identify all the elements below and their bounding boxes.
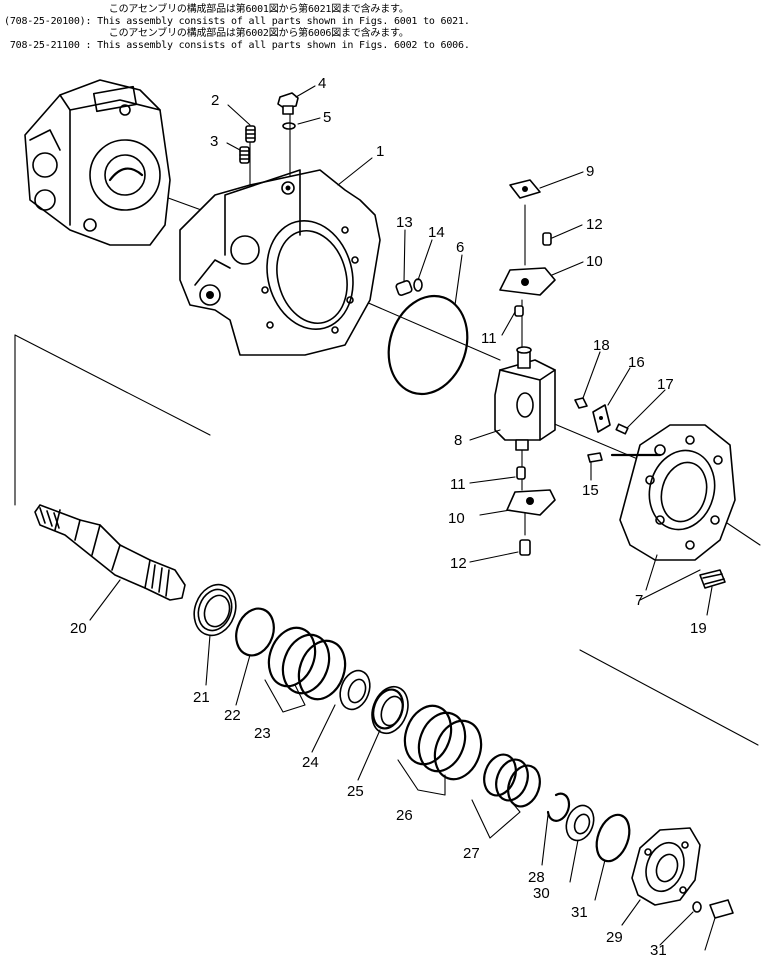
header-note-en-2: 708-25-21100 : This assembly consists of…	[4, 40, 470, 51]
part-29-cover	[631, 827, 701, 906]
part-20-shaft	[34, 504, 186, 601]
callout-24: 24	[302, 754, 319, 771]
callout-23: 23	[254, 725, 271, 742]
callout-17: 17	[657, 376, 674, 393]
callout-26: 26	[396, 807, 413, 824]
callout-28: 28	[528, 869, 545, 886]
callout-16: 16	[628, 354, 645, 371]
header-note-jp-1: このアセンブリの構成部品は第6001図から第6021図まで含みます。	[4, 4, 409, 15]
part-22-ring	[235, 607, 275, 657]
parts-9-12-upper	[499, 179, 556, 317]
callout-12-upper: 12	[586, 216, 603, 233]
parts-15-18	[574, 397, 629, 463]
small-parts-top	[239, 92, 423, 296]
part-28-snap-ring	[546, 792, 571, 822]
callout-3: 3	[210, 133, 218, 150]
part-31-bolt-washer	[692, 899, 734, 919]
part-1-case	[179, 169, 381, 356]
callout-31-bottom: 31	[650, 942, 667, 955]
callout-14: 14	[428, 224, 445, 241]
part-25-seal	[371, 685, 409, 735]
callout-13: 13	[396, 214, 413, 231]
part-6-o-ring	[387, 294, 469, 396]
callout-1: 1	[376, 143, 384, 160]
header-note-en-1: (708-25-20100): This assembly consists o…	[4, 16, 470, 27]
parts-10-12-lower	[506, 466, 556, 556]
callout-labels: 1 2 3 4 5 6 7 8 9 10 10 11 11 12 12 13 1…	[70, 75, 707, 955]
callout-22: 22	[224, 707, 241, 724]
part-31-o-ring	[595, 813, 631, 863]
part-26-springs	[403, 704, 483, 781]
callout-5: 5	[323, 109, 331, 126]
callout-4: 4	[318, 75, 326, 92]
callout-10-upper: 10	[586, 253, 603, 270]
callout-18: 18	[593, 337, 610, 354]
callout-20: 20	[70, 620, 87, 637]
callout-12-lower: 12	[450, 555, 467, 572]
callout-9: 9	[586, 163, 594, 180]
part-30-bearing	[565, 804, 595, 842]
callout-15: 15	[582, 482, 599, 499]
leader-lines	[89, 85, 716, 951]
part-27-rings	[483, 753, 541, 808]
part-21-bearing	[193, 583, 237, 637]
callout-30: 30	[533, 885, 550, 902]
callout-19: 19	[690, 620, 707, 637]
part-23-springs	[267, 626, 347, 701]
callout-6: 6	[456, 239, 464, 256]
callout-29: 29	[606, 929, 623, 946]
callout-11-upper: 11	[481, 330, 497, 347]
callout-27: 27	[463, 845, 480, 862]
axis-lines	[14, 109, 761, 746]
callout-21: 21	[193, 689, 210, 706]
callout-10-lower: 10	[448, 510, 465, 527]
callout-31: 31	[571, 904, 588, 921]
header-note-jp-2: このアセンブリの構成部品は第6002図から第6006図まで含みます。	[4, 28, 409, 39]
callout-7: 7	[635, 592, 643, 609]
part-8-rocker-cam	[494, 346, 556, 451]
callout-25: 25	[347, 783, 364, 800]
part-19-bolt	[699, 569, 726, 589]
callout-8: 8	[454, 432, 462, 449]
pump-block-left	[24, 79, 171, 246]
part-7-end-cover	[610, 424, 736, 561]
part-24-washer	[339, 669, 371, 711]
callout-11-lower: 11	[450, 476, 466, 493]
callout-2: 2	[211, 92, 219, 109]
